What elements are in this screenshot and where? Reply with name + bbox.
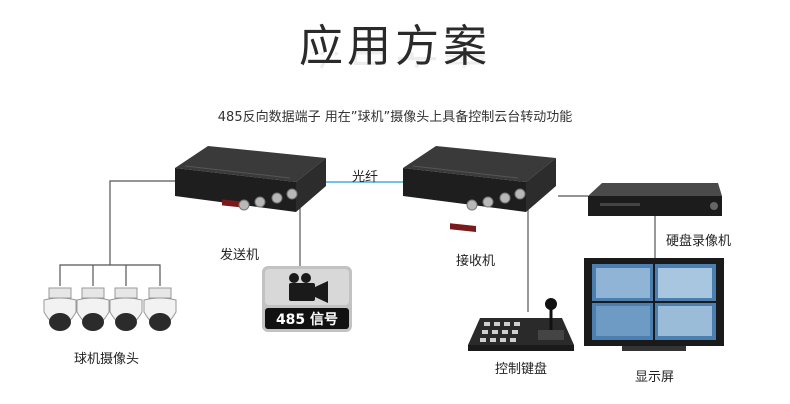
camera-branch-line [59, 264, 161, 286]
dome-camera-4 [143, 287, 177, 331]
dome-cameras [43, 287, 177, 331]
transmitter-label: 发送机 [220, 248, 260, 263]
control-keyboard-device [468, 298, 574, 351]
dome-camera-3 [109, 287, 143, 331]
page-title: 应用方案 [299, 21, 491, 72]
dome-camera-2 [76, 287, 110, 331]
cameras-label: 球机摄像头 [74, 352, 140, 367]
dvr-device [588, 183, 722, 216]
receiver-device [403, 146, 556, 233]
badge-label: 485 信号 [276, 311, 338, 328]
camera-bus-line [109, 180, 180, 265]
fiber-label: 光纤 [352, 170, 379, 185]
dvr-label: 硬盘录像机 [666, 234, 732, 249]
transmitter-device [175, 146, 326, 212]
monitor-device [584, 258, 724, 351]
page-subtitle: 485反向数据端子 用在”球机”摄像头上具备控制云台转动功能 [217, 110, 573, 125]
dome-camera-1 [43, 287, 77, 331]
keyboard-label: 控制键盘 [495, 362, 548, 377]
connection-lines [59, 180, 656, 312]
monitor-label: 显示屏 [635, 370, 675, 385]
video-camera-icon [289, 273, 328, 303]
receiver-label: 接收机 [456, 254, 496, 269]
signal-485-badge: 485 信号 [262, 266, 352, 332]
